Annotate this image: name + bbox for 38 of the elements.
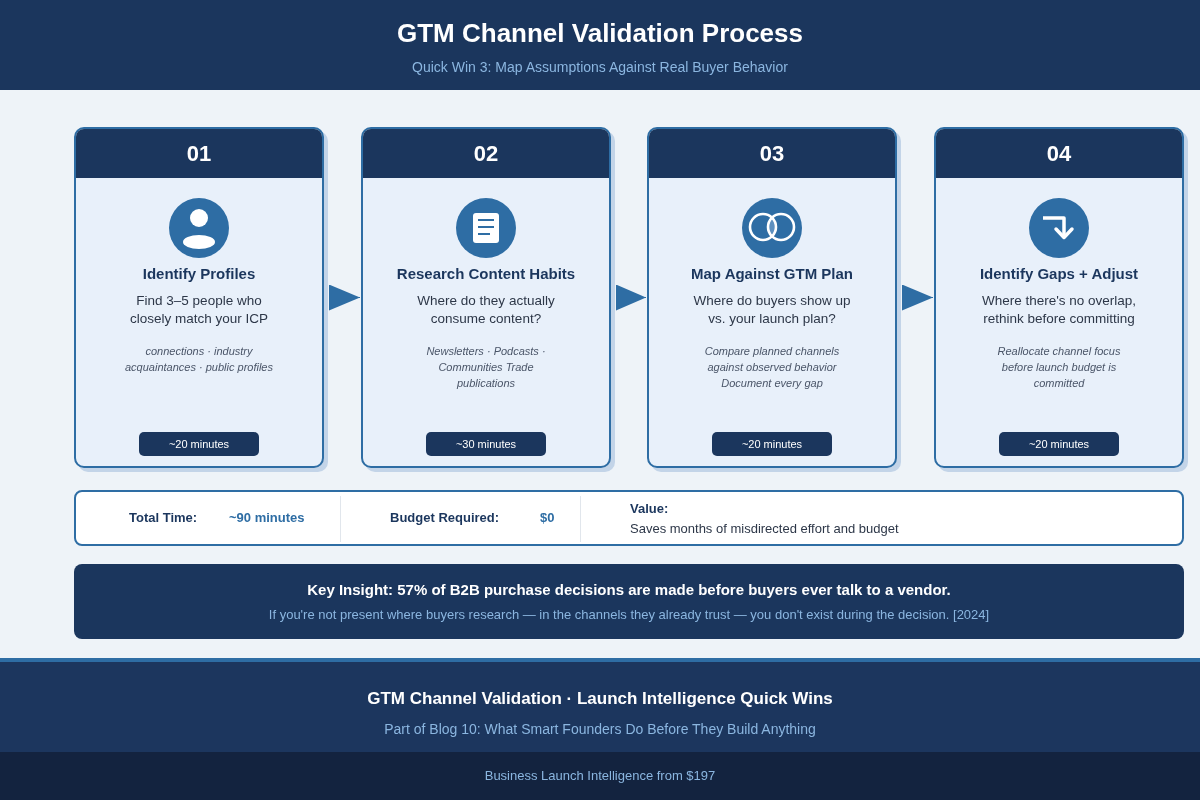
step-title: Identify Gaps + Adjust [979, 264, 1139, 284]
step-details: connections · industry acquaintances · public profiles [124, 344, 274, 375]
summary-label: Value: [630, 501, 669, 517]
footer-tagline: Business Launch Intelligence from $197 [484, 768, 716, 784]
summary-label: Total Time: [129, 510, 198, 526]
duration-badge: ~30 minutes [426, 432, 546, 456]
duration-badge: ~20 minutes [712, 432, 832, 456]
step-details: Newsletters · Podcasts · Communities Trade publications [425, 344, 547, 391]
duration-badge: ~20 minutes [999, 432, 1119, 456]
insight-headline: Key Insight: 57% of B2B purchase decisions are made before buyers ever talk to a vendor. [307, 580, 951, 600]
summary-value: $0 [540, 510, 555, 526]
step-details: Reallocate channel focus before launch budget is committed [996, 344, 1122, 391]
step-question: Where do they actually consume content? [416, 292, 556, 328]
step-title: Map Against GTM Plan [691, 264, 853, 284]
footer-title: GTM Channel Validation · Launch Intelligence Quick Wins [367, 688, 833, 710]
value-description: Saves months of misdirected effort and budget [630, 521, 899, 537]
summary-bar [74, 490, 1184, 546]
arrow [328, 284, 361, 311]
summary-value: ~90 minutes [229, 510, 305, 526]
footer-subtitle: Part of Blog 10: What Smart Founders Do Before They Build Anything [384, 720, 816, 738]
duration-badge: ~20 minutes [139, 432, 259, 456]
step-question: Where do buyers show up vs. your launch plan? [692, 292, 852, 328]
page-title: GTM Channel Validation Process [397, 17, 803, 49]
arrow [615, 284, 647, 311]
step-question: Find 3–5 people who closely match your ICP [128, 292, 269, 328]
step-question: Where there's no overlap, rethink before committing [980, 292, 1138, 328]
insight-banner [74, 564, 1184, 639]
step-details: Compare planned channels against observed behavior Document every gap [703, 344, 841, 391]
summary-label: Budget Required: [390, 510, 500, 526]
step-number: 03 [759, 139, 785, 168]
page-subtitle: Quick Win 3: Map Assumptions Against Real Buyer Behavior [412, 58, 788, 76]
step-title: Identify Profiles [142, 264, 256, 284]
arrow [901, 284, 934, 311]
step-number: 01 [186, 139, 212, 168]
step-number: 02 [473, 139, 499, 168]
insight-note: If you're not present where buyers research — in the channels they already trust — you don't exist during the decision. [2024] [268, 607, 990, 623]
step-number: 04 [1046, 139, 1072, 168]
step-title: Research Content Habits [396, 264, 576, 284]
